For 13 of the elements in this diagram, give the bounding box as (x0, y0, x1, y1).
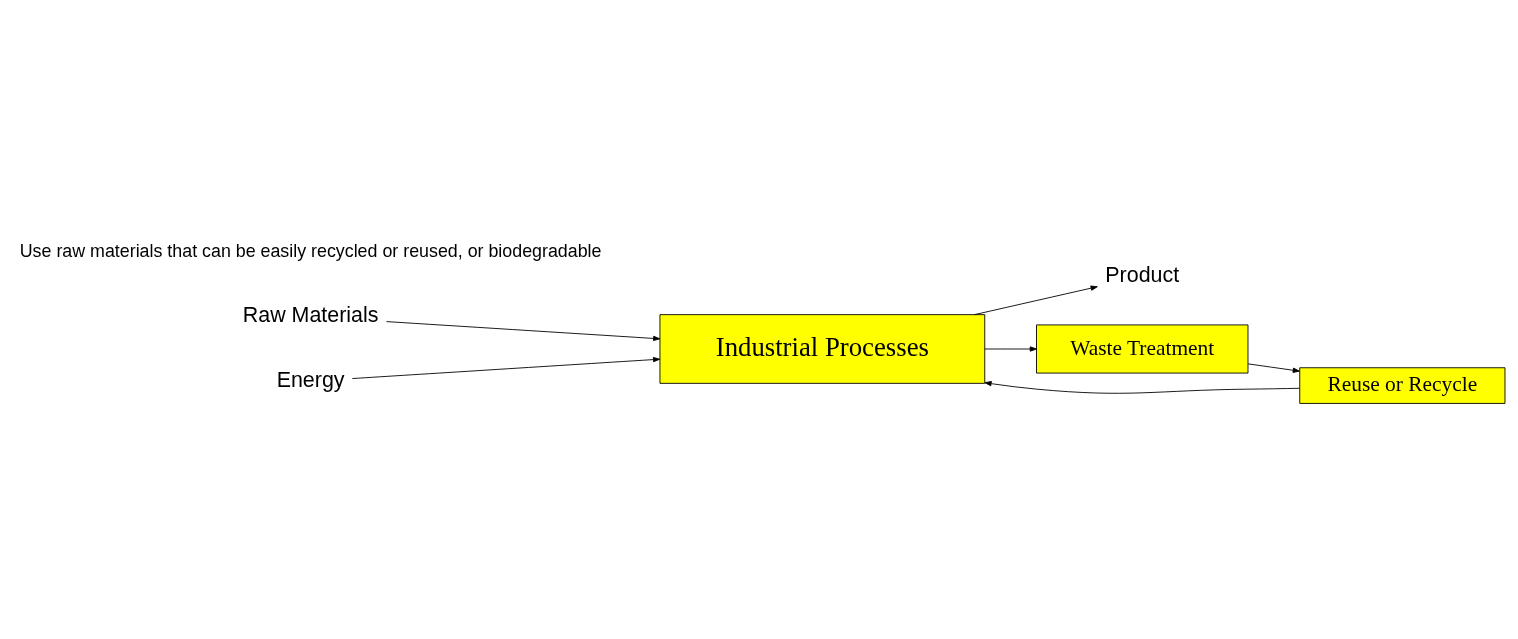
arrow (1247, 362, 1300, 373)
arrow (974, 285, 1098, 315)
node-text: Product (1105, 262, 1180, 287)
arrow (386, 320, 661, 341)
arrow (984, 380, 1300, 394)
node-box: Reuse or Recycle (1299, 366, 1506, 404)
arrow (351, 356, 661, 379)
node-box: Industrial Processes (659, 313, 986, 384)
node-text: Energy (276, 367, 345, 392)
arrow (984, 345, 1037, 352)
node-box: Waste Treatment (1036, 323, 1249, 374)
label: Use raw materials that can be easily recycled or reused, or biodegradable (19, 240, 602, 261)
node-text: Raw Materials (242, 302, 379, 327)
